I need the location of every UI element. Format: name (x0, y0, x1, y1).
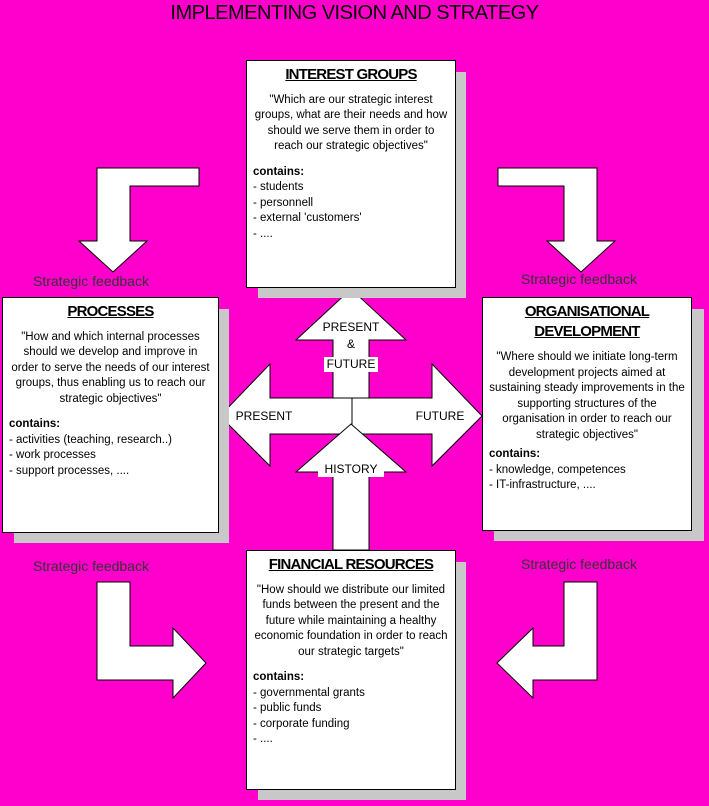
interest-groups-list: - students - personnell - external 'cust… (253, 180, 455, 242)
interest-groups-quote: "Which are our strategic interest groups… (254, 93, 448, 153)
center-arrow-left (219, 362, 353, 468)
center-arrow-up (294, 288, 408, 399)
list-item: - support processes, .... (9, 464, 130, 477)
list-item: - students (253, 181, 304, 193)
interest-groups-heading: INTEREST GROUPS (285, 66, 417, 83)
organisational-development-list: - knowledge, competences - IT-infrastruc… (489, 463, 691, 494)
list-item: - work processes (9, 449, 96, 461)
feedback-label-top-right: Strategic feedback (521, 271, 637, 287)
list-item: - .... (253, 227, 273, 240)
financial-resources-box: FINANCIAL RESOURCES "How should we distr… (246, 550, 456, 790)
feedback-arrow-top-right (497, 167, 617, 273)
processes-contains-label: contains: (9, 418, 61, 430)
feedback-arrow-top-left (77, 167, 200, 273)
organisational-development-box: ORGANISATIONAL DEVELOPMENT "Where should… (482, 297, 692, 531)
list-item: - activities (teaching, research..) (9, 433, 172, 446)
processes-box: PROCESSES "How and which internal proces… (2, 297, 219, 533)
organisational-development-contains-label: contains: (489, 448, 541, 460)
list-item: - knowledge, competences (489, 463, 626, 476)
financial-resources-contains-label: contains: (253, 671, 305, 683)
organisational-development-quote: "Where should we initiate long-term deve… (489, 351, 685, 441)
interest-groups-box: INTEREST GROUPS "Which are our strategic… (246, 60, 456, 288)
center-up-label-line3: FUTURE (324, 357, 378, 372)
processes-heading: PROCESSES (67, 303, 154, 320)
feedback-arrow-bottom-right (496, 581, 598, 700)
list-item: - .... (253, 733, 273, 745)
financial-resources-heading: FINANCIAL RESOURCES (268, 556, 434, 573)
feedback-label-bottom-right: Strategic feedback (521, 556, 637, 572)
processes-list: - activities (teaching, research..) - wo… (9, 433, 218, 480)
center-up-label-line1: PRESENT (322, 320, 380, 334)
interest-groups-contains-label: contains: (253, 165, 305, 178)
center-down-label: HISTORY (318, 462, 384, 477)
feedback-arrow-bottom-left (96, 581, 207, 700)
list-item: - public funds (253, 702, 322, 714)
organisational-development-heading: ORGANISATIONAL DEVELOPMENT (524, 303, 650, 340)
list-item: - corporate funding (253, 717, 350, 730)
feedback-label-bottom-left: Strategic feedback (33, 558, 149, 574)
center-arrow-down (294, 423, 408, 551)
list-item: - IT-infrastructure, .... (489, 479, 596, 491)
processes-quote: "How and which internal processes should… (11, 330, 210, 405)
list-item: - governmental grants (253, 686, 365, 699)
center-left-label: PRESENT (235, 409, 293, 423)
center-up-label-line2: & (346, 337, 355, 351)
center-right-label: FUTURE (415, 409, 465, 423)
list-item: - personnell (253, 196, 314, 209)
feedback-label-top-left: Strategic feedback (33, 273, 149, 289)
center-arrow-right (351, 362, 483, 468)
financial-resources-list: - governmental grants - public funds - c… (253, 686, 455, 748)
diagram-title: IMPLEMENTING VISION AND STRATEGY (170, 2, 539, 24)
list-item: - external 'customers' (253, 212, 362, 224)
financial-resources-quote: "How should we distribute our limited fu… (254, 583, 448, 658)
